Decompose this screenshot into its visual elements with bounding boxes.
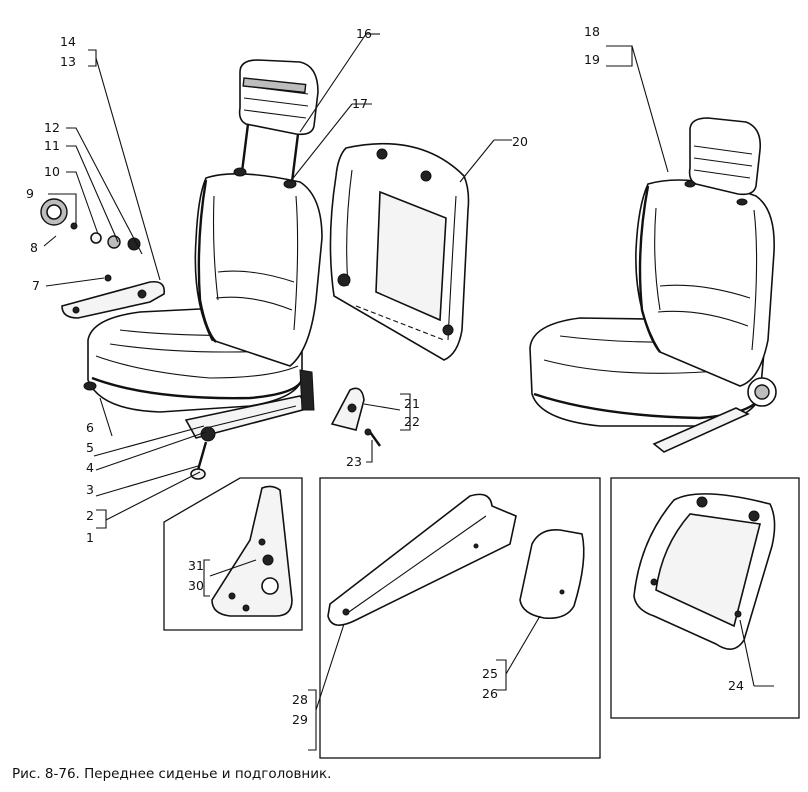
callout-31: 31 xyxy=(188,558,204,573)
callout-17: 17 xyxy=(352,96,368,111)
callout-23: 23 xyxy=(346,454,362,469)
callout-8: 8 xyxy=(30,240,38,255)
callout-7: 7 xyxy=(32,278,40,293)
callouts: 14 13 16 17 20 18 19 12 11 10 9 8 7 6 5 … xyxy=(26,24,744,727)
inset-side-trim xyxy=(319,477,601,759)
callout-1: 1 xyxy=(86,530,94,545)
callout-6: 6 xyxy=(86,420,94,435)
callout-10: 10 xyxy=(44,164,60,179)
callout-26: 26 xyxy=(482,686,498,701)
inset-back-frame xyxy=(610,477,800,719)
callout-28: 28 xyxy=(292,692,308,707)
callout-11: 11 xyxy=(44,138,60,153)
callout-3: 3 xyxy=(86,482,94,497)
right-seat xyxy=(529,117,777,453)
callout-20: 20 xyxy=(512,134,528,149)
figure-caption: Рис. 8-76. Переднее сиденье и подголовни… xyxy=(12,766,332,782)
callout-18: 18 xyxy=(584,24,600,39)
callout-24: 24 xyxy=(728,678,744,693)
callout-30: 30 xyxy=(188,578,204,593)
callout-25: 25 xyxy=(482,666,498,681)
callout-29: 29 xyxy=(292,712,308,727)
leader-lines xyxy=(43,33,774,751)
callout-22: 22 xyxy=(404,414,420,429)
callout-12: 12 xyxy=(44,120,60,135)
left-seat xyxy=(40,59,323,480)
callout-9: 9 xyxy=(26,186,34,201)
callout-4: 4 xyxy=(86,460,94,475)
callout-13: 13 xyxy=(60,54,76,69)
callout-16: 16 xyxy=(356,26,372,41)
callout-21: 21 xyxy=(404,396,420,411)
seat-back-panel xyxy=(329,142,470,361)
inset-hinge xyxy=(163,477,303,631)
hinge-bracket xyxy=(330,387,381,447)
callout-14: 14 xyxy=(60,34,76,49)
callout-19: 19 xyxy=(584,52,600,67)
callout-5: 5 xyxy=(86,440,94,455)
callout-2: 2 xyxy=(86,508,94,523)
